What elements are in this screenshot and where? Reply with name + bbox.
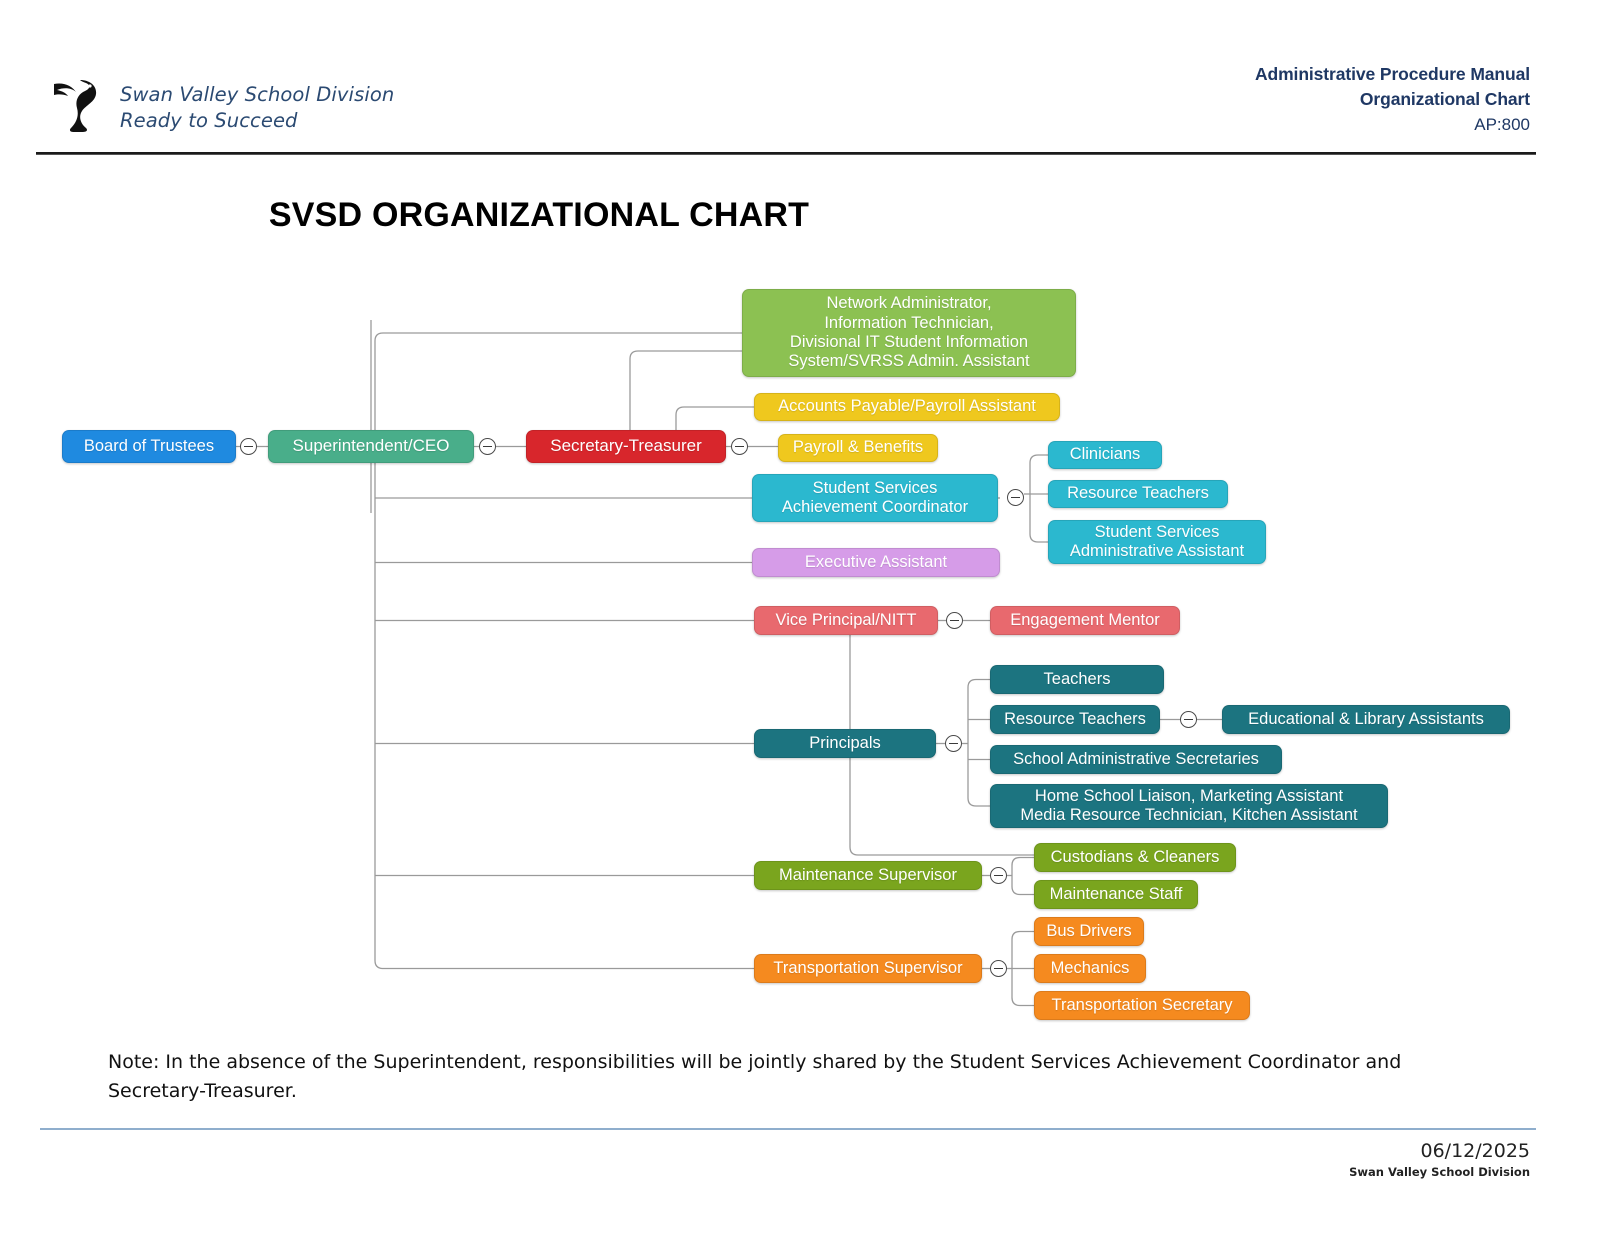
header-divider — [36, 152, 1536, 155]
connector-line — [675, 406, 754, 447]
org-node-bus_drivers[interactable]: Bus Drivers — [1034, 917, 1144, 946]
footer-date: 06/12/2025 — [1420, 1140, 1530, 1162]
document-number: AP:800 — [1474, 114, 1530, 134]
page-title: SVSD ORGANIZATIONAL CHART — [268, 196, 810, 234]
toggle-secretary-children[interactable] — [731, 438, 748, 455]
org-node-trans_sup[interactable]: Transportation Supervisor — [754, 954, 982, 983]
connector-line — [629, 350, 742, 447]
toggle-maintenance-children[interactable] — [990, 867, 1007, 884]
toggle-vp-engagement[interactable] — [946, 612, 963, 629]
page-footer: 06/12/2025 Swan Valley School Division — [1349, 1140, 1530, 1179]
connector-line — [1011, 930, 1034, 940]
connector-line — [1011, 997, 1034, 1007]
connector-line — [1029, 533, 1048, 543]
connector-line — [967, 797, 990, 807]
org-node-res_teach_p[interactable]: Resource Teachers — [990, 705, 1160, 734]
connector-line — [849, 635, 1034, 856]
connector-line — [1011, 856, 1034, 866]
org-node-ss_admin[interactable]: Student Services Administrative Assistan… — [1048, 520, 1266, 564]
org-node-teachers[interactable]: Teachers — [990, 665, 1164, 694]
page-header: Swan Valley School Division Ready to Suc… — [0, 0, 1600, 160]
org-node-custodians[interactable]: Custodians & Cleaners — [1034, 843, 1236, 872]
connector-line — [1029, 454, 1048, 464]
manual-title: Administrative Procedure Manual — [1254, 64, 1530, 84]
org-node-ssac[interactable]: Student Services Achievement Coordinator — [752, 474, 998, 522]
org-tagline: Ready to Succeed — [120, 109, 298, 133]
org-node-clinicians[interactable]: Clinicians — [1048, 441, 1162, 469]
org-node-res_teach_ss[interactable]: Resource Teachers — [1048, 480, 1228, 508]
chart-note: Note: In the absence of the Superintende… — [108, 1051, 1402, 1103]
toggle-transportation-children[interactable] — [990, 960, 1007, 977]
document-title: Organizational Chart — [1359, 89, 1530, 110]
connector-line — [374, 960, 754, 970]
header-document-info: Administrative Procedure Manual Organiza… — [1255, 62, 1530, 137]
org-node-accounts[interactable]: Accounts Payable/Payroll Assistant — [754, 393, 1060, 421]
org-node-maint_staff[interactable]: Maintenance Staff — [1034, 880, 1198, 909]
org-node-mechanics[interactable]: Mechanics — [1034, 954, 1146, 983]
org-node-board[interactable]: Board of Trustees — [62, 430, 236, 463]
toggle-superintendent-secretary[interactable] — [479, 438, 496, 455]
org-node-payroll[interactable]: Payroll & Benefits — [778, 434, 938, 462]
org-name: Swan Valley School Division — [120, 83, 395, 106]
connector-line — [967, 678, 990, 688]
org-node-sch_admin[interactable]: School Administrative Secretaries — [990, 745, 1282, 774]
toggle-ssac-children[interactable] — [1007, 489, 1024, 506]
toggle-board-superintendent[interactable] — [240, 438, 257, 455]
org-node-engage[interactable]: Engagement Mentor — [990, 606, 1180, 635]
org-node-maint_sup[interactable]: Maintenance Supervisor — [754, 861, 982, 890]
org-node-principals[interactable]: Principals — [754, 729, 936, 758]
org-node-vp_nitt[interactable]: Vice Principal/NITT — [754, 606, 938, 635]
logo-wordmark: Swan Valley School Division Ready to Suc… — [120, 82, 394, 135]
org-node-it_team[interactable]: Network Administrator, Information Techn… — [742, 289, 1076, 377]
toggle-principals-children[interactable] — [945, 735, 962, 752]
org-node-home_school[interactable]: Home School Liaison, Marketing Assistant… — [990, 784, 1388, 828]
footer-org: Swan Valley School Division — [1349, 1165, 1530, 1179]
org-node-trans_sec[interactable]: Transportation Secretary — [1034, 991, 1250, 1020]
toggle-resource-teachers-children[interactable] — [1180, 711, 1197, 728]
footer-divider — [40, 1128, 1536, 1130]
swan-logo-icon — [50, 72, 110, 138]
org-node-ed_lib[interactable]: Educational & Library Assistants — [1222, 705, 1510, 734]
org-node-superintendent[interactable]: Superintendent/CEO — [268, 430, 474, 463]
connector-line — [1011, 886, 1034, 896]
connector-line — [374, 332, 742, 342]
org-node-secretary[interactable]: Secretary-Treasurer — [526, 430, 726, 463]
org-node-exec_asst[interactable]: Executive Assistant — [752, 548, 1000, 577]
